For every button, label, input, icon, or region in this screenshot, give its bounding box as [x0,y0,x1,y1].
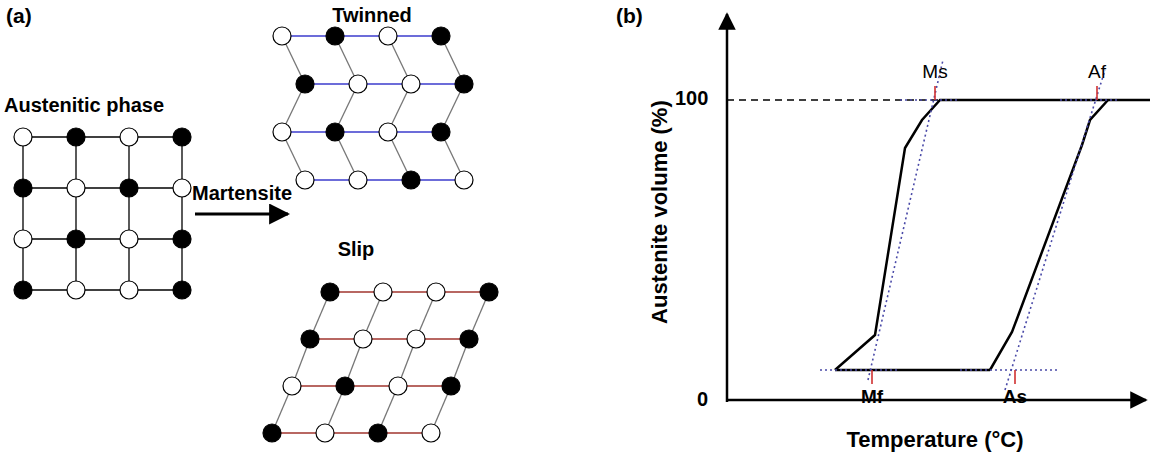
curve [990,100,1108,370]
atom [263,424,281,442]
tick-label: 0 [697,388,708,410]
atom [14,281,32,299]
atom [173,230,191,248]
temperature-label: As [1003,387,1027,408]
atom [455,171,473,189]
temperature-label: Af [1088,62,1106,83]
panel-label: (a) [6,4,32,27]
atom [67,179,85,197]
phase-label: Twinned [332,4,412,26]
atom [354,330,372,348]
atom [296,171,314,189]
atom [402,171,420,189]
atom [273,27,291,45]
slip-lattice [263,283,498,442]
atom [422,424,440,442]
phase-label: Austenitic phase [4,94,164,116]
temperature-ticks [872,86,1097,384]
transform-arrow [195,213,288,216]
temperature-label: Ms [922,62,947,83]
tangent-lines [820,60,1120,390]
atom [379,123,397,141]
atom [432,123,450,141]
atom [14,230,32,248]
atom [402,75,420,93]
atom [173,179,191,197]
atom [349,75,367,93]
atom [120,128,138,146]
atom [14,179,32,197]
atom [369,424,387,442]
atom [432,27,450,45]
atom [120,230,138,248]
atom [374,283,392,301]
atom [283,377,301,395]
chart [726,14,1150,402]
atom [316,424,334,442]
atom [67,128,85,146]
atom [273,123,291,141]
y-axis [726,14,729,402]
axis-title: Austenite volume (%) [648,100,672,324]
temperature-label: Mf [861,387,883,408]
atom [336,377,354,395]
x-axis [726,399,1146,402]
atom [296,75,314,93]
atom [427,283,445,301]
atom [389,377,407,395]
atom [407,330,425,348]
atom [321,283,339,301]
atom [326,27,344,45]
atom [442,377,460,395]
atom [120,179,138,197]
atom [173,281,191,299]
atom [120,281,138,299]
atom [301,330,319,348]
twinned-lattice [273,27,473,189]
atom [14,128,32,146]
atom [173,128,191,146]
lattice-illustration [14,27,498,442]
atom [67,230,85,248]
austenite-lattice [14,128,191,299]
atom [67,281,85,299]
axis-title: Temperature (°C) [846,428,1023,452]
atom [379,27,397,45]
tick-label: 100 [675,87,708,109]
phase-label: Slip [338,238,375,260]
panel-label: (b) [616,4,643,27]
atom [460,330,478,348]
atom [480,283,498,301]
atom [326,123,344,141]
arrow-label: Martensite [192,182,292,204]
atom [349,171,367,189]
curve [835,100,1150,370]
reference-line [727,99,940,101]
atom [455,75,473,93]
